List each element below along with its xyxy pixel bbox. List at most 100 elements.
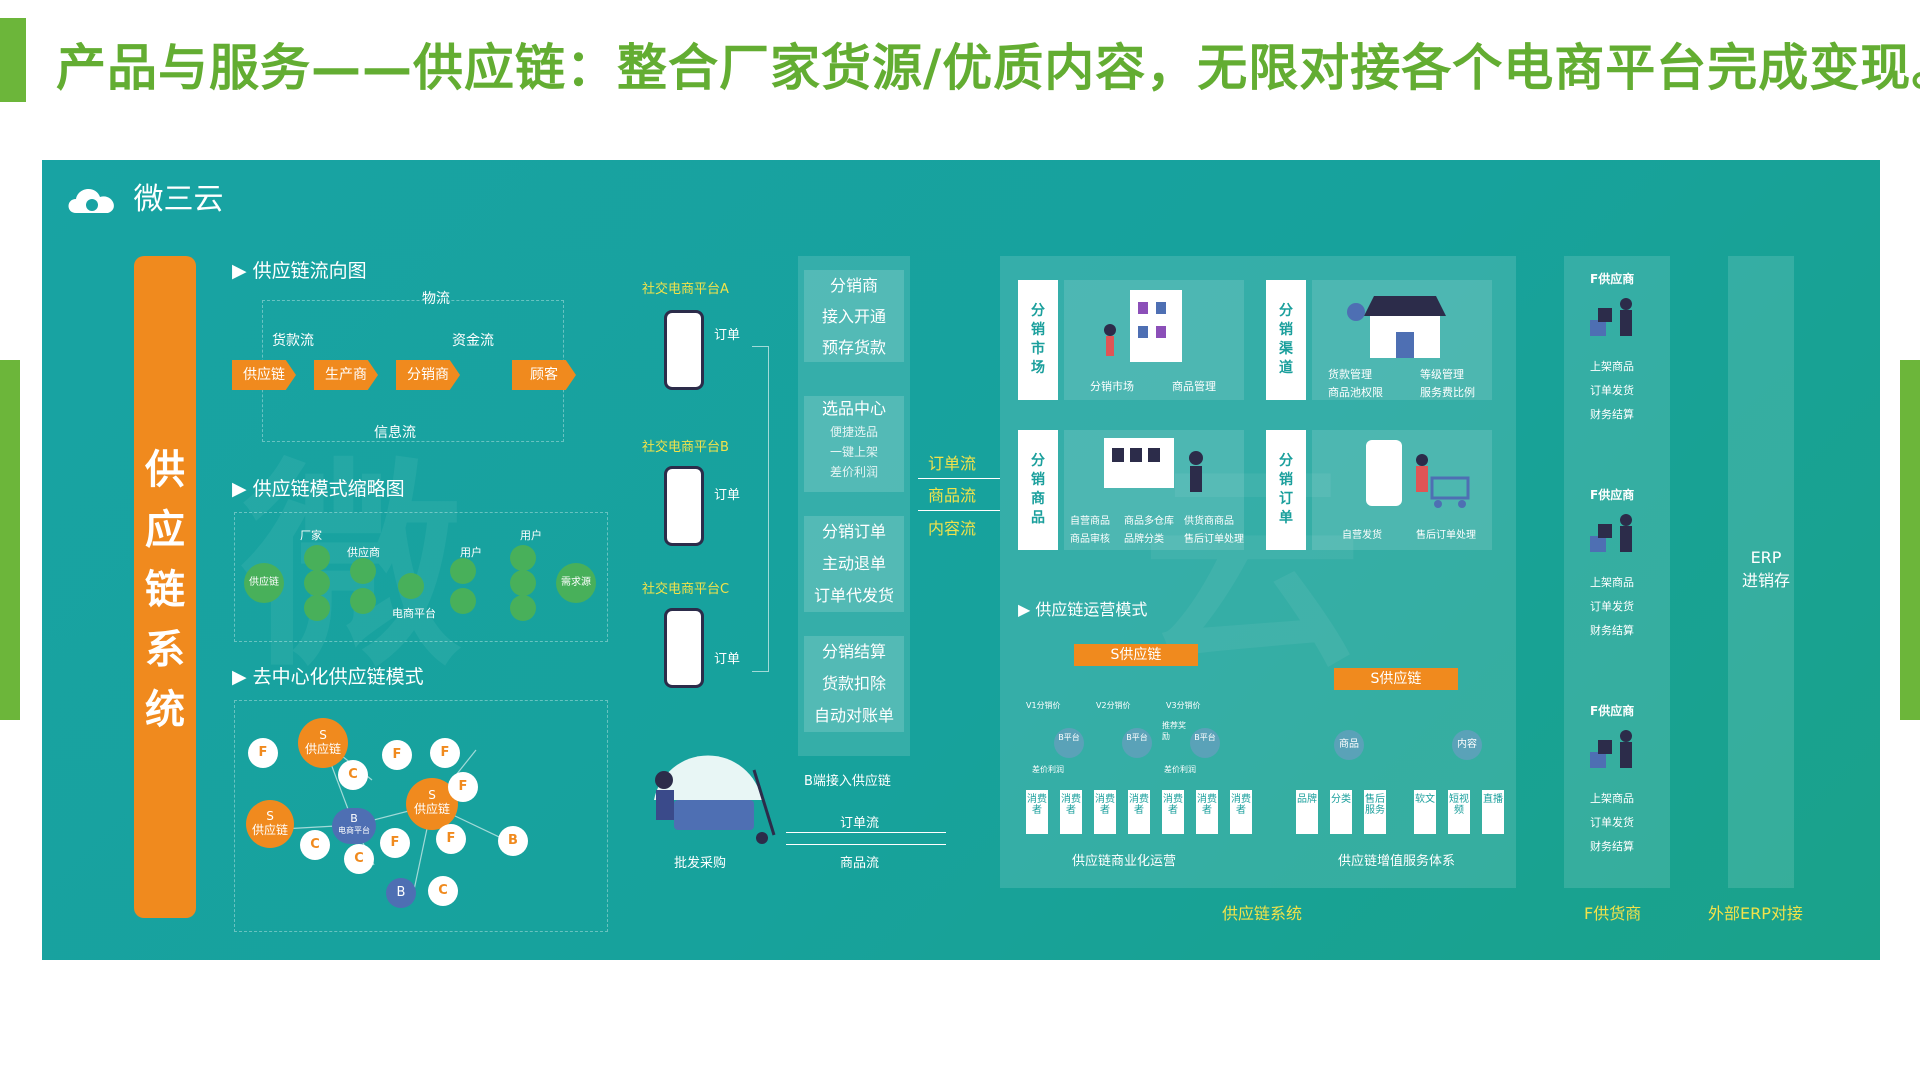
distribution-order-box: 分销订单主动退单订单代发货 (804, 516, 904, 612)
content-node: 内容 (1452, 730, 1482, 760)
flow-label-orders: 订单流 (928, 454, 977, 473)
distribution-channel-panel: 货款管理 等级管理 商品池权限 服务费比例 (1312, 280, 1492, 400)
mode-label-supplier: 供应商 (347, 546, 380, 559)
supply-chain-system-text: 供应链系统 (145, 447, 185, 733)
category-node: 分类 (1330, 790, 1352, 834)
mode-node-platform (398, 573, 424, 599)
goods-flow-arrow (786, 844, 946, 845)
supplier-illustration-icon (1590, 730, 1632, 768)
supplier-item: 订单发货 (1590, 816, 1634, 829)
flow-arrow (918, 478, 1000, 479)
mode-label-factory: 厂家 (300, 529, 322, 542)
diff-profit-label: 差价利润 (1164, 765, 1196, 774)
b-platform-node: B平台 (1054, 728, 1084, 758)
distributor-column (798, 256, 910, 756)
distribution-channel-label: 分销渠道 (1266, 280, 1306, 400)
flow-label-info: 信息流 (374, 425, 416, 441)
flow-node-producer: 生产商 (314, 360, 378, 390)
goods-caption: 品牌分类 (1124, 534, 1164, 545)
mode-node-factory (304, 595, 330, 621)
level-management-caption: 等级管理 (1420, 368, 1464, 381)
v2-price-label: V2分销价 (1096, 701, 1131, 710)
distribution-market-label: 分销市场 (1018, 280, 1058, 400)
operations-grid (1000, 256, 1516, 888)
order-label: 订单 (714, 488, 741, 503)
ops-section-title: ▶ 供应链运营模式 (1018, 600, 1148, 619)
pool-permission-caption: 商品池权限 (1328, 386, 1383, 399)
live-node: 直播 (1482, 790, 1504, 834)
mode-diagram-box (234, 512, 608, 642)
goods-flow-label: 商品流 (840, 856, 880, 871)
mode-node-demand: 需求源 (556, 563, 596, 603)
right-edge-tab (1900, 360, 1920, 720)
self-shipping-caption: 自营发货 (1342, 530, 1382, 541)
wholesale-illustration (654, 755, 776, 844)
supplier-item: 订单发货 (1590, 384, 1634, 397)
b-platform-node: B平台 (1190, 728, 1220, 758)
flow-label-logistics: 物流 (422, 291, 450, 307)
consumer-node: 消费者 (1026, 790, 1048, 834)
service-fee-caption: 服务费比例 (1420, 386, 1475, 399)
cart-illustration-icon (1366, 440, 1470, 508)
decentral-node-f: F (448, 772, 478, 802)
decentral-node-f: F (248, 738, 278, 768)
distributor-access-box: 分销商接入开通预存货款 (804, 270, 904, 362)
decentral-node-b: B (386, 878, 416, 908)
phone-icon (664, 466, 704, 546)
supplier-title: F供应商 (1590, 704, 1635, 718)
mode-node-user (510, 545, 536, 571)
after-sale-node: 售后服务 (1364, 790, 1386, 834)
flow-node-distributor: 分销商 (396, 360, 460, 390)
mode-node-factory (304, 545, 330, 571)
goods-caption: 商品多仓库 (1124, 516, 1174, 527)
decentral-diagram-box (234, 700, 608, 932)
decentral-node-c: C (428, 876, 458, 906)
flow-label-goods: 商品流 (928, 486, 977, 505)
phone-icon (664, 608, 704, 688)
goods-caption: 商品审核 (1070, 534, 1110, 545)
flow-node-supply: 供应链 (232, 360, 296, 390)
distribution-market-panel: 分销市场 商品管理 (1064, 280, 1244, 400)
supply-chain-system-bar (134, 256, 196, 918)
supplier-card: F供应商 上架商品 订单发货 财务结算 (1564, 480, 1670, 670)
mode-label-user1: 用户 (460, 546, 482, 559)
social-platform-b-label: 社交电商平台B (642, 440, 729, 455)
mode-node-user (450, 558, 476, 584)
ops-left-caption: 供应链商业化运营 (1072, 854, 1177, 869)
supplier-illustration-icon (1590, 514, 1632, 552)
goods-node: 商品 (1334, 730, 1364, 760)
payment-management-caption: 货款管理 (1328, 368, 1372, 381)
mode-label-user2: 用户 (520, 529, 542, 542)
social-platform-a-label: 社交电商平台A (642, 282, 729, 297)
supplier-column (1564, 256, 1670, 888)
diff-profit-label: 差价利润 (1032, 765, 1064, 774)
consumer-node: 消费者 (1196, 790, 1218, 834)
consumer-node: 消费者 (1094, 790, 1116, 834)
supplier-illustration-icon (1590, 298, 1632, 336)
order-flow-label: 订单流 (840, 816, 880, 831)
distribution-order-panel: 自营发货 售后订单处理 (1312, 430, 1492, 550)
left-edge-tab (0, 360, 20, 720)
supply-chain-system-label: 供应链系统 (134, 440, 196, 740)
decentral-node-b: B (498, 826, 528, 856)
goods-caption: 自营商品 (1070, 516, 1110, 527)
title-accent-bar (0, 18, 26, 102)
market-illustration-icon (1104, 290, 1182, 362)
mode-node-user (450, 588, 476, 614)
decentral-section-title: ▶ 去中心化供应链模式 (232, 666, 424, 688)
erp-column (1728, 256, 1794, 888)
decentral-node-c: C (338, 760, 368, 790)
cloud-logo-icon (68, 188, 114, 213)
after-sale-caption: 售后订单处理 (1416, 530, 1476, 541)
goods-illustration-icon (1104, 438, 1203, 492)
supplier-item: 财务结算 (1590, 624, 1634, 637)
decentral-node-c: C (344, 844, 374, 874)
decentral-node-f: F (382, 740, 412, 770)
flow-node-customer: 顾客 (512, 360, 576, 390)
supplier-item: 上架商品 (1590, 360, 1634, 373)
consumer-node: 消费者 (1162, 790, 1184, 834)
distribution-settlement-box: 分销结算货款扣除自动对账单 (804, 636, 904, 732)
supplier-title: F供应商 (1590, 272, 1635, 286)
